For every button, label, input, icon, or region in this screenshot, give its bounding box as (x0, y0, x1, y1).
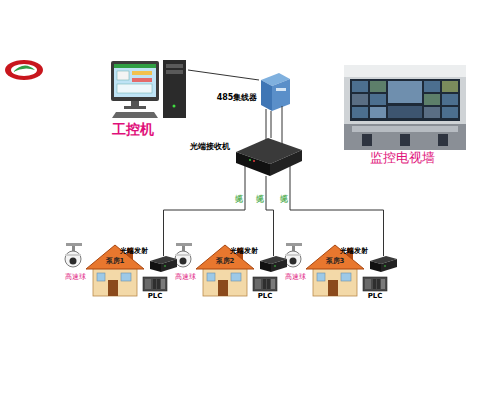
hub-drawing (261, 73, 290, 111)
camera-node: 高速球 (173, 243, 197, 269)
tv-wall-node: 监控电视墙 (344, 65, 466, 150)
node-label: PLC (363, 292, 387, 300)
tv-wall-photo (344, 65, 466, 150)
cable-line (290, 176, 384, 256)
receiver-node: 光端接收机 (236, 138, 302, 176)
cable-line (266, 176, 274, 256)
node-label: 光端接收机 (184, 142, 236, 151)
node-label: PLC (253, 292, 277, 300)
hub-node: 485集线器 (259, 73, 290, 111)
logo (5, 60, 43, 80)
camera-node: 高速球 (63, 243, 87, 269)
transmitter-node: 光端发射 (370, 256, 397, 272)
transmitter-node: 光端发射 (150, 256, 177, 272)
node-label: 485集线器 (214, 93, 260, 102)
node-label: 光端发射 (115, 247, 153, 255)
node-label: 高速球 (170, 273, 200, 281)
plc-node: PLC (253, 277, 277, 291)
node-label: 光端发射 (335, 247, 373, 255)
computer-drawing (111, 60, 186, 118)
transmitter-node: 光端发射 (260, 256, 287, 272)
node-label: 光端发射 (225, 247, 263, 255)
receiver-drawing (236, 138, 302, 176)
node-label: 监控电视墙 (365, 151, 439, 166)
plc-node: PLC (363, 277, 387, 291)
cable-line (271, 111, 272, 138)
node-label: 高速球 (60, 273, 90, 281)
node-label: 泵房1 (99, 257, 131, 265)
node-label: 泵房2 (209, 257, 241, 265)
node-label: PLC (143, 292, 167, 300)
cable-line (188, 70, 259, 80)
cable-line (164, 176, 246, 256)
site-drawing (65, 243, 397, 296)
node-label: 泵房3 (319, 257, 351, 265)
plc-node: PLC (143, 277, 167, 291)
camera-node: 高速球 (283, 243, 307, 269)
node-label: 工控机 (105, 121, 161, 137)
computer-node: 工控机 (110, 58, 188, 120)
node-label: 高速球 (280, 273, 310, 281)
